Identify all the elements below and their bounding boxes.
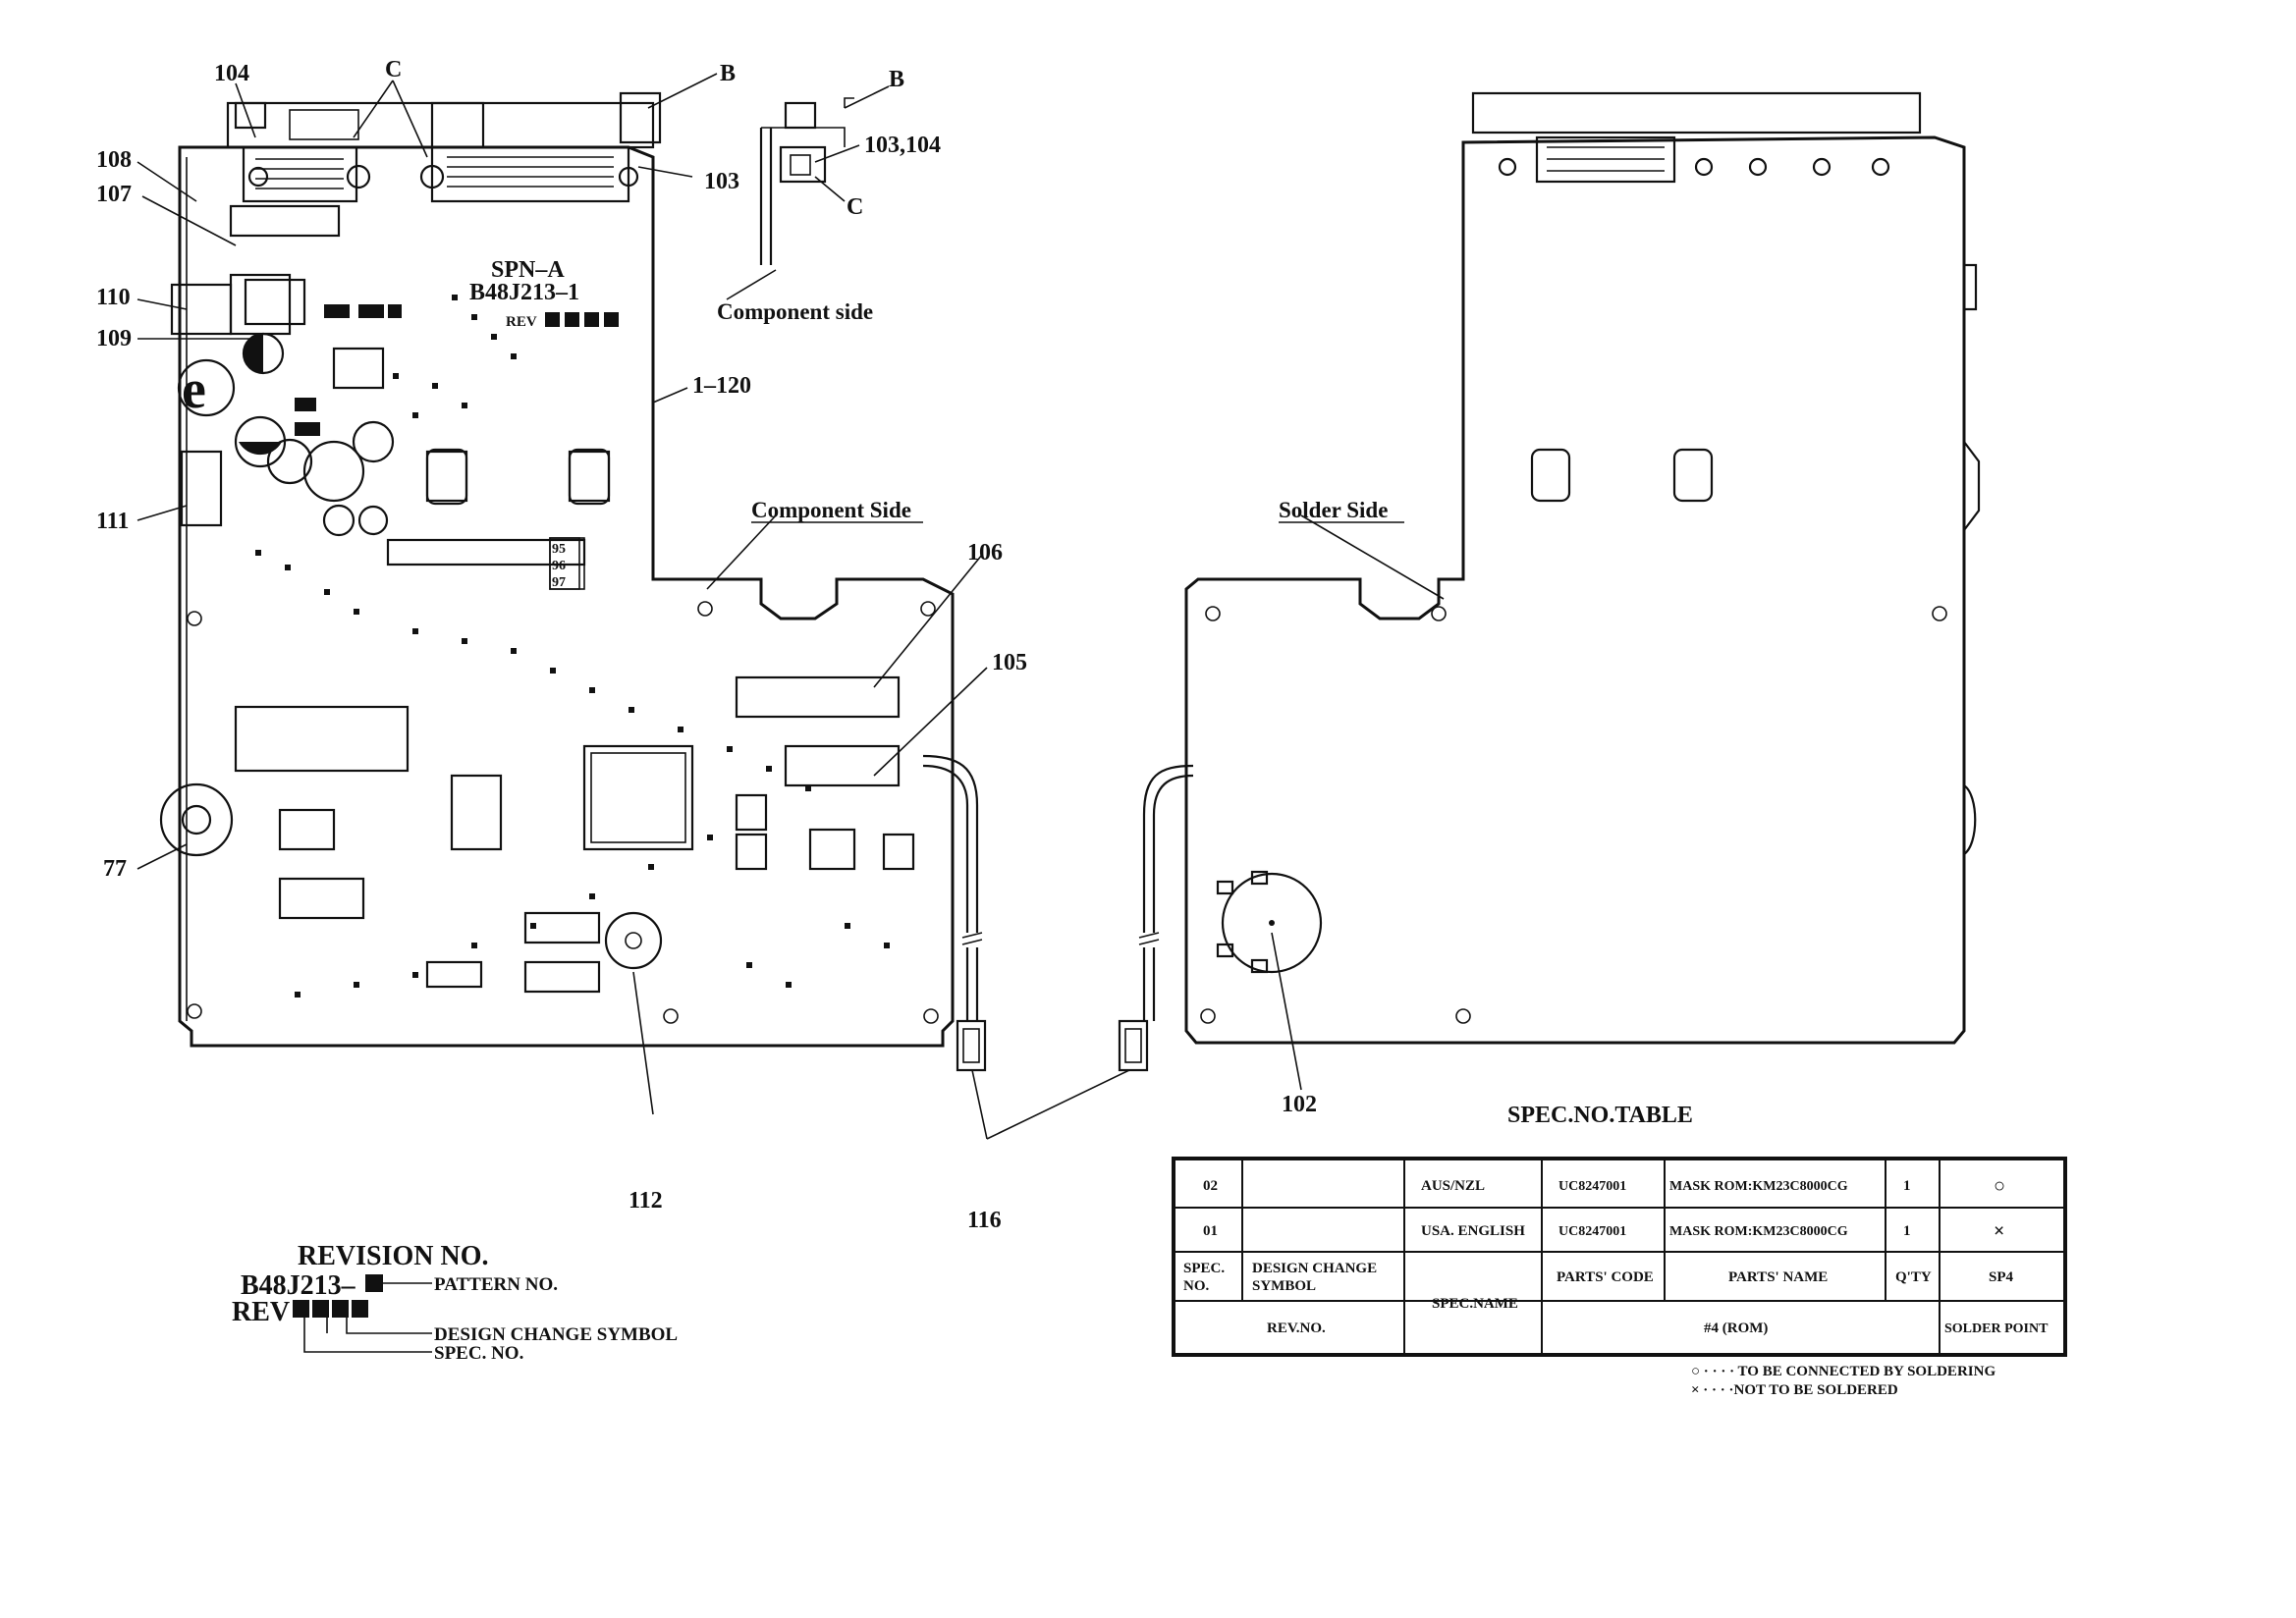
row02-spec-name: AUS/NZL bbox=[1421, 1178, 1485, 1194]
hdr-spec-name: SPEC.NAME bbox=[1432, 1296, 1518, 1312]
callout-116: 116 bbox=[967, 1208, 1002, 1233]
row02-code: UC8247001 bbox=[1558, 1179, 1626, 1194]
callout-c-side: C bbox=[847, 194, 863, 220]
revision-legend: REVISION NO. B48J213– PATTERN NO. REV DE… bbox=[232, 1241, 678, 1364]
row01-qty: 1 bbox=[1903, 1223, 1911, 1239]
callout-111: 111 bbox=[96, 509, 129, 534]
legend-line2: × · · · ·NOT TO BE SOLDERED bbox=[1691, 1382, 1898, 1398]
row02-spec: 02 bbox=[1203, 1178, 1218, 1194]
leader-lines bbox=[137, 73, 1445, 1140]
row02-name: MASK ROM:KM23C8000CG bbox=[1669, 1179, 1848, 1194]
callout-103: 103 bbox=[704, 169, 739, 194]
revision-rev-prefix: REV bbox=[232, 1297, 290, 1327]
hdr-qty: Q'TY bbox=[1895, 1269, 1932, 1285]
spec-table-title: SPEC.NO.TABLE bbox=[1507, 1103, 1693, 1128]
row-96: 96 bbox=[552, 559, 566, 573]
board-rev: REV bbox=[506, 314, 537, 330]
hdr-rom: #4 (ROM) bbox=[1704, 1321, 1768, 1336]
board-pattern: B48J213–1 bbox=[469, 280, 579, 305]
callout-109: 109 bbox=[96, 326, 132, 351]
hdr-spec-no-2: NO. bbox=[1183, 1278, 1210, 1294]
view-component-side: Component Side bbox=[751, 498, 911, 522]
hdr-spec-no-1: SPEC. bbox=[1183, 1261, 1225, 1276]
callout-77: 77 bbox=[103, 856, 127, 882]
view-component-side-small: Component side bbox=[717, 299, 873, 324]
callout-110: 110 bbox=[96, 285, 131, 310]
hdr-design-change-1: DESIGN CHANGE bbox=[1252, 1261, 1377, 1276]
callout-c: C bbox=[385, 57, 402, 82]
callout-b-top: B bbox=[720, 61, 736, 86]
callout-105: 105 bbox=[992, 650, 1027, 675]
solder-side-board bbox=[1118, 91, 1981, 1072]
row01-spec-name: USA. ENGLISH bbox=[1421, 1223, 1525, 1239]
row02-qty: 1 bbox=[1903, 1178, 1911, 1194]
chip-e-mark: e bbox=[182, 359, 206, 420]
callout-103-104: 103,104 bbox=[864, 133, 941, 158]
component-side-board: e bbox=[159, 91, 987, 1072]
callout-1-120: 1–120 bbox=[692, 373, 751, 399]
hdr-parts-code: PARTS' CODE bbox=[1557, 1269, 1654, 1285]
hdr-solder-point: SOLDER POINT bbox=[1944, 1321, 2049, 1336]
row01-sp4: × bbox=[1994, 1220, 2004, 1242]
spec-table: SPEC.NO.TABLE 02 AUS/NZL UC8247001 MASK … bbox=[1172, 1103, 2067, 1398]
revision-design-change-symbol: DESIGN CHANGE SYMBOL bbox=[434, 1324, 678, 1345]
callout-108: 108 bbox=[96, 147, 132, 173]
legend-line1: ○ · · · · TO BE CONNECTED BY SOLDERING bbox=[1691, 1364, 1995, 1379]
hdr-sp4: SP4 bbox=[1989, 1269, 2014, 1285]
board-model: SPN–A bbox=[491, 257, 565, 283]
callout-labels: 104 C B B 103 103,104 C 108 107 110 109 … bbox=[96, 57, 1404, 1233]
view-solder-side: Solder Side bbox=[1279, 498, 1388, 522]
revision-title: REVISION NO. bbox=[298, 1241, 488, 1271]
row01-spec: 01 bbox=[1203, 1223, 1218, 1239]
hdr-design-change-2: SYMBOL bbox=[1252, 1278, 1316, 1294]
revision-pattern-code: B48J213– bbox=[241, 1270, 356, 1301]
row-95: 95 bbox=[552, 542, 566, 557]
callout-104: 104 bbox=[214, 61, 249, 86]
side-view bbox=[759, 97, 854, 265]
callout-102: 102 bbox=[1282, 1092, 1317, 1117]
callout-106: 106 bbox=[967, 540, 1003, 566]
revision-pattern-no: PATTERN NO. bbox=[434, 1274, 558, 1295]
row01-code: UC8247001 bbox=[1558, 1224, 1626, 1239]
hdr-rev-no: REV.NO. bbox=[1267, 1321, 1326, 1336]
callout-b-side: B bbox=[889, 67, 904, 92]
row02-sp4: ○ bbox=[1994, 1175, 2005, 1197]
row01-name: MASK ROM:KM23C8000CG bbox=[1669, 1224, 1848, 1239]
callout-112: 112 bbox=[629, 1188, 663, 1214]
callout-107: 107 bbox=[96, 182, 132, 207]
revision-spec-no: SPEC. NO. bbox=[434, 1343, 523, 1364]
row-97: 97 bbox=[552, 575, 566, 590]
hdr-parts-name: PARTS' NAME bbox=[1728, 1269, 1828, 1285]
